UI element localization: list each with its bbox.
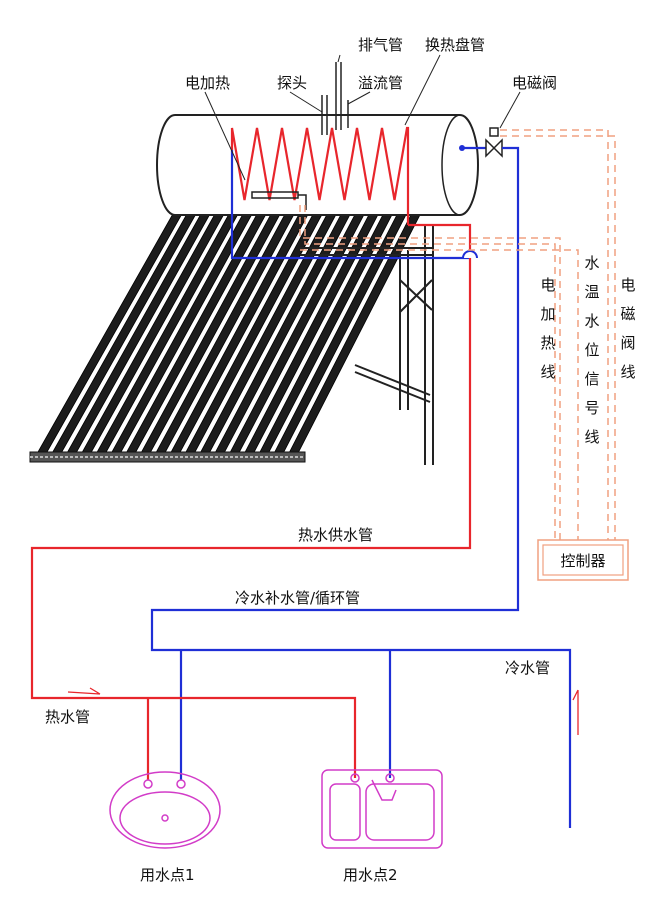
label-heat-exchange-coil: 换热盘管 bbox=[425, 36, 485, 54]
controller-label: 控制器 bbox=[560, 552, 605, 570]
label-water-point-1: 用水点1 bbox=[140, 866, 195, 884]
label-solenoid-valve: 电磁阀 bbox=[512, 74, 557, 92]
label-cold-water-pipe: 冷水管 bbox=[505, 659, 550, 677]
label-hot-water-supply-pipe: 热水供水管 bbox=[298, 526, 373, 544]
washbasin bbox=[109, 771, 221, 849]
cold-water-makeup-pipe bbox=[150, 146, 572, 828]
vacuum-tube-array bbox=[37, 201, 428, 453]
label-hot-water-pipe: 热水管 bbox=[45, 708, 90, 726]
label-cold-water-makeup-pipe: 冷水补水管/循环管 bbox=[235, 589, 360, 607]
label-electric-heating-line: 电加热线 bbox=[540, 276, 555, 381]
label-solenoid-valve-line: 电磁阀线 bbox=[620, 276, 635, 381]
heat-exchange-coil bbox=[230, 126, 410, 225]
support-frame bbox=[300, 225, 434, 465]
top-pipes bbox=[321, 62, 349, 135]
tank-inlet-port bbox=[459, 145, 465, 151]
hot-flow-arrow bbox=[67, 687, 101, 695]
solenoid-valve bbox=[485, 127, 503, 158]
leader-lines bbox=[204, 54, 521, 181]
kitchen-sink bbox=[321, 769, 443, 849]
pipe-crossover bbox=[462, 250, 478, 259]
cold-flow-arrow bbox=[572, 689, 579, 735]
signal-lines bbox=[299, 129, 616, 540]
label-electric-heater: 电加热 bbox=[185, 74, 230, 92]
label-probe: 探头 bbox=[277, 74, 307, 92]
label-overflow-pipe: 溢流管 bbox=[358, 74, 403, 92]
label-water-point-2: 用水点2 bbox=[343, 866, 398, 884]
electric-heater-element bbox=[251, 191, 307, 210]
hot-water-supply-pipe bbox=[30, 223, 472, 778]
label-water-temp-level-signal-line: 水温水位信号线 bbox=[584, 254, 599, 446]
cold-inner-pipe bbox=[230, 150, 470, 260]
controller-box: 控制器 bbox=[537, 539, 629, 581]
label-exhaust-pipe: 排气管 bbox=[358, 36, 403, 54]
water-tank bbox=[156, 114, 479, 216]
